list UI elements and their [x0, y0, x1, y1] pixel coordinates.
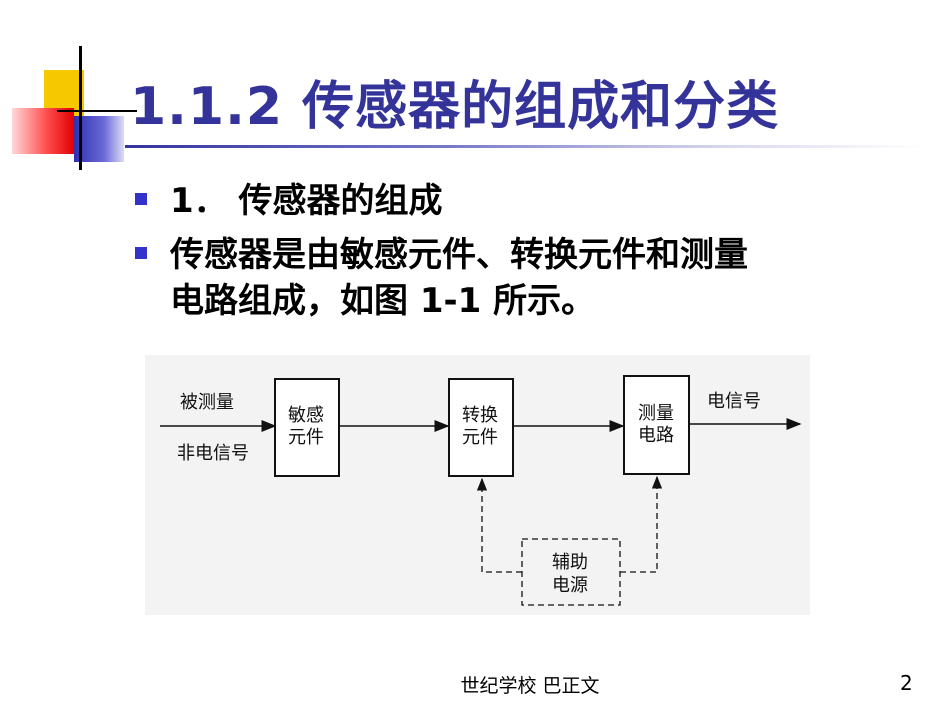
measuring-circuit-box — [623, 375, 690, 475]
aux-power-label-2: 电源 — [552, 575, 588, 596]
conversion-element-label-2: 元件 — [462, 427, 498, 448]
bullet-text-line-2a: 电路组成，如图 — [170, 281, 420, 321]
sensing-element-label-1: 敏感 — [288, 405, 324, 426]
aux-power-label-1: 辅助 — [552, 552, 588, 573]
conversion-element-box — [448, 378, 514, 477]
output-label: 电信号 — [707, 391, 761, 412]
sensing-element-label-2: 元件 — [288, 427, 324, 448]
bullet-list: 1． 传感器的组成 传感器是由敏感元件、转换元件和测量 电路组成，如图 1-1 … — [135, 178, 935, 332]
conversion-element-label-1: 转换 — [462, 405, 498, 426]
logo-horizontal-line — [57, 110, 137, 112]
measuring-circuit-label-1: 测量 — [638, 403, 674, 424]
aux-to-conversion-arrow — [476, 477, 522, 573]
aux-to-measuring-arrow — [620, 475, 663, 573]
bullet-marker — [135, 193, 147, 205]
figure-reference: 1-1 — [419, 281, 482, 321]
page-number: 2 — [900, 671, 913, 695]
input-label-top: 被测量 — [180, 392, 234, 413]
input-label-bottom: 非电信号 — [177, 443, 249, 464]
measuring-circuit-label-2: 电路 — [638, 425, 674, 446]
bullet-text-line-2c: 所示。 — [481, 281, 596, 321]
slide-logo-decoration — [0, 0, 140, 175]
bullet-marker — [135, 247, 147, 259]
logo-vertical-line — [79, 46, 82, 170]
bullet-item-1: 1． 传感器的组成 — [135, 178, 935, 224]
bullet-number: 1． — [170, 181, 228, 221]
logo-blue-square — [74, 116, 124, 162]
diagram-svg: 被测量 非电信号 敏感 元件 转换 元件 测量 电路 电信号 辅助 电源 — [145, 355, 810, 615]
slide-footer: 世纪学校 巴正文 — [460, 675, 600, 697]
bullet-item-2: 传感器是由敏感元件、转换元件和测量 电路组成，如图 1-1 所示。 — [135, 232, 935, 324]
title-underline — [125, 145, 925, 148]
logo-red-square — [12, 108, 74, 154]
sensor-composition-diagram: 被测量 非电信号 敏感 元件 转换 元件 测量 电路 电信号 辅助 电源 — [145, 355, 810, 615]
bullet-text-line-1: 传感器是由敏感元件、转换元件和测量 — [170, 235, 748, 275]
bullet-text: 传感器的组成 — [238, 181, 443, 221]
slide-title: 1.1.2 传感器的组成和分类 — [130, 77, 780, 137]
sensing-element-box — [274, 378, 340, 477]
